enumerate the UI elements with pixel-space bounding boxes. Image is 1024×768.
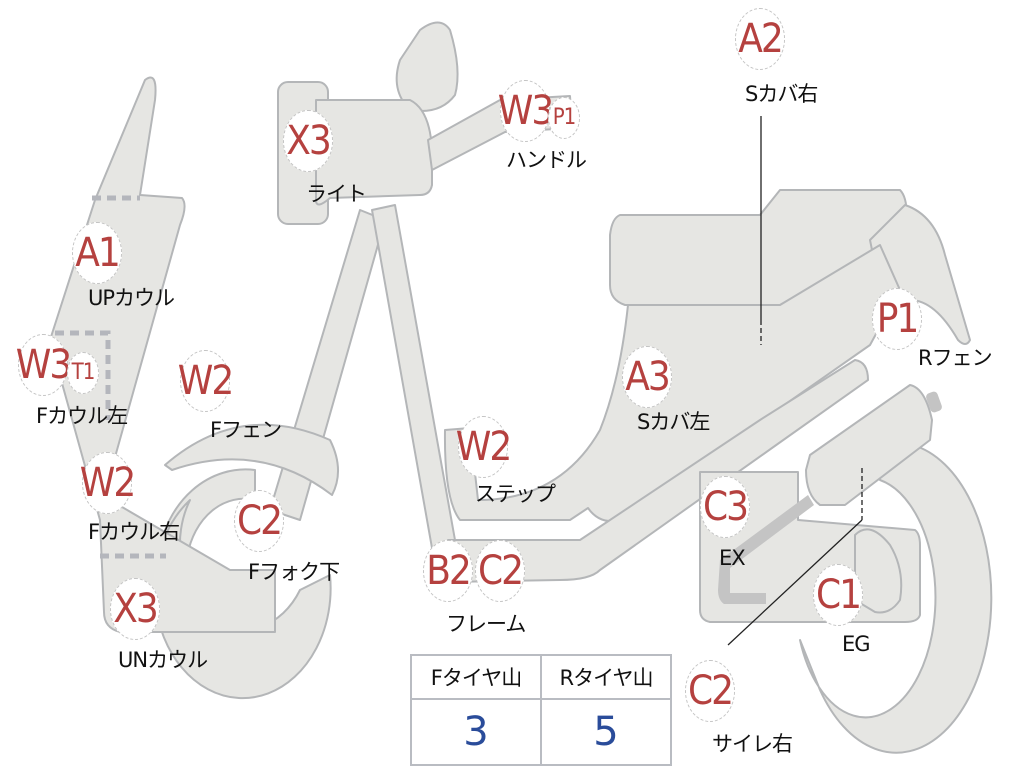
code-badge-handle-w3: W3: [498, 80, 554, 142]
rear-tire-header: Rタイヤ山: [540, 654, 672, 700]
front-tire-value: 3: [410, 698, 542, 766]
code-badge-frame-c2: C2: [475, 540, 525, 602]
code-badge-front-cowl-left-w3: W3: [16, 334, 72, 396]
label-step: ステップ: [475, 482, 556, 506]
label-front-fender: Fフェン: [210, 418, 282, 442]
code-badge-exhaust: C3: [700, 476, 750, 538]
code-badge-front-fork-lower: C2: [234, 490, 284, 552]
code-badge-front-cowl-right: W2: [80, 452, 136, 514]
code-badge-up-cowl: A1: [72, 222, 122, 284]
code-badge-under-cowl: X3: [110, 578, 160, 640]
label-exhaust: EX: [719, 546, 746, 570]
label-seat-cover-left: Sカバ左: [637, 410, 710, 434]
code-badge-step: W2: [456, 416, 512, 478]
label-front-fork-lower: Fフォク下: [248, 560, 340, 584]
code-badge-engine: C1: [813, 564, 863, 626]
label-rear-fender: Rフェン: [918, 346, 993, 370]
tire-tread-table: Fタイヤ山 Rタイヤ山 3 5: [410, 654, 672, 766]
label-front-cowl-left: Fカウル左: [36, 404, 128, 428]
label-engine: EG: [842, 632, 871, 656]
label-seat-cover-right: Sカバ右: [745, 82, 818, 106]
label-muffler-right: サイレ右: [712, 732, 793, 756]
code-badge-seat-cover-left: A3: [622, 346, 672, 408]
label-up-cowl: UPカウル: [88, 286, 175, 310]
label-front-cowl-right: Fカウル右: [88, 520, 180, 544]
label-light: ライト: [306, 182, 367, 206]
label-frame: フレーム: [446, 612, 526, 636]
muffler: [805, 384, 933, 506]
code-badge-muffler-right: C2: [685, 660, 735, 722]
code-badge-handle-p1: P1: [548, 97, 580, 139]
label-handle: ハンドル: [506, 148, 587, 172]
mirror: [395, 21, 459, 112]
code-badge-light: X3: [283, 110, 333, 172]
code-badge-front-fender: W2: [178, 350, 234, 412]
front-tire-header: Fタイヤ山: [410, 654, 542, 700]
label-under-cowl: UNカウル: [118, 648, 208, 672]
front-fender: [164, 423, 339, 496]
code-badge-frame-b2: B2: [423, 540, 473, 602]
code-badge-seat-cover-right: A2: [735, 8, 785, 70]
code-badge-rear-fender: P1: [872, 288, 922, 350]
rear-tire-value: 5: [540, 698, 672, 766]
code-badge-front-cowl-left-t1: T1: [67, 352, 99, 394]
seat: [609, 189, 908, 306]
rear-wheel: [799, 441, 993, 754]
exhaust-pipe: [718, 495, 814, 604]
rear-cowl: [869, 204, 971, 345]
